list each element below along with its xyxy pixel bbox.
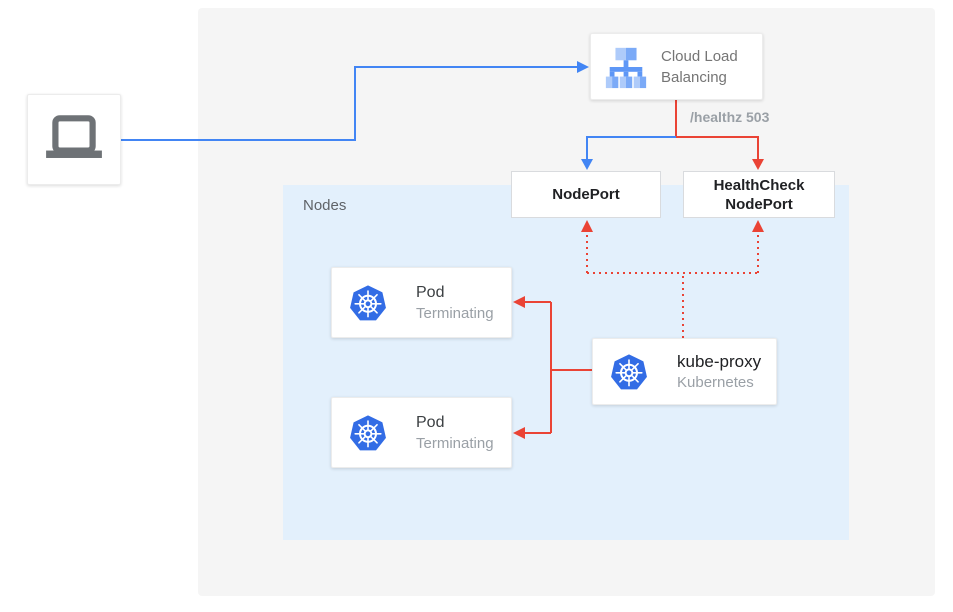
nodes-container-label: Nodes: [303, 197, 347, 214]
pod-title: Pod: [416, 413, 445, 431]
kube-proxy-subtitle: Kubernetes: [677, 373, 754, 391]
healthz-annotation: /healthz 503: [690, 109, 770, 125]
nodeport-node: NodePort: [511, 171, 661, 218]
pod-status: Terminating: [416, 434, 494, 452]
pod-node-1: Pod Terminating: [331, 267, 512, 338]
cloud-load-balancing-label: Cloud Load Balancing: [661, 47, 738, 86]
pod-status: Terminating: [416, 304, 494, 322]
client-node: [27, 94, 121, 185]
kube-proxy-node: kube-proxy Kubernetes: [592, 338, 777, 405]
pod-title: Pod: [416, 283, 445, 301]
cloud-load-balancing-icon: [605, 47, 647, 88]
kubernetes-icon: [350, 284, 386, 320]
kube-proxy-title: kube-proxy: [677, 351, 762, 371]
laptop-icon: [46, 114, 102, 158]
nodeport-label: NodePort: [552, 186, 620, 203]
cloud-load-balancing-node: Cloud Load Balancing: [590, 33, 763, 100]
healthcheck-nodeport-label: HealthCheck NodePort: [713, 176, 805, 213]
pod-node-2: Pod Terminating: [331, 397, 512, 468]
kubernetes-icon: [611, 353, 647, 389]
kubernetes-icon: [350, 414, 386, 450]
healthcheck-nodeport-node: HealthCheck NodePort: [683, 171, 835, 218]
